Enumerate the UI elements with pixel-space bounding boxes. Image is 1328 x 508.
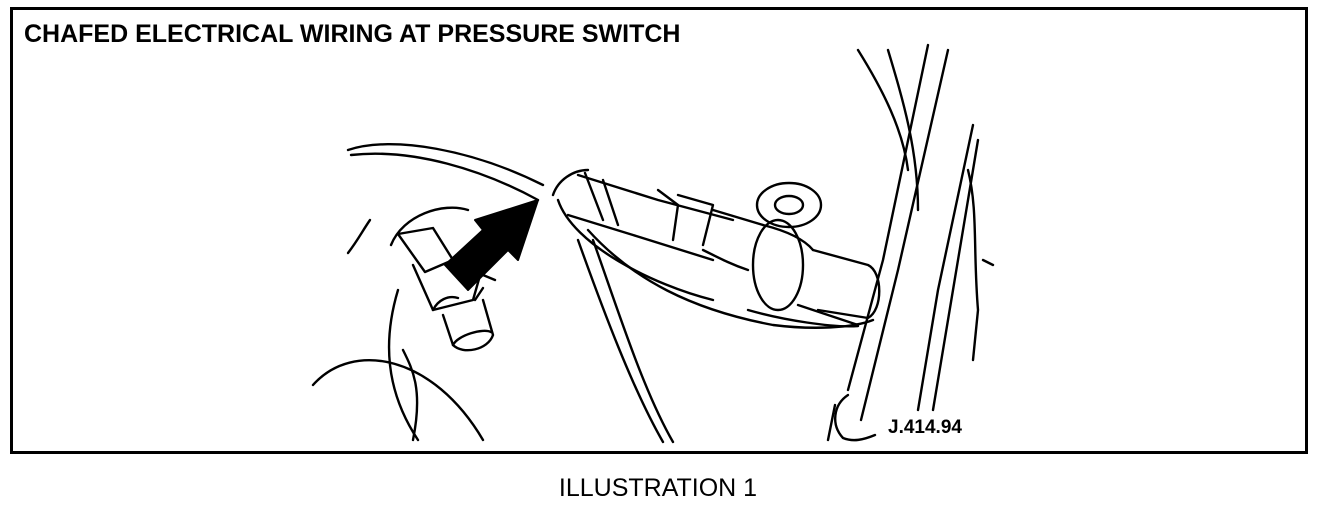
illustration-reference-code: J.414.94 [888,417,962,438]
pressure-switch-line-drawing [311,43,995,444]
harness-connector [551,168,881,329]
figure-title: CHAFED ELECTRICAL WIRING AT PRESSURE SWI… [24,20,681,48]
pointer-arrow [444,199,539,291]
figure-frame: CHAFED ELECTRICAL WIRING AT PRESSURE SWI… [10,7,1308,454]
caption-text: ILLUSTRATION 1 [558,474,758,502]
engine-body-contours [311,143,675,444]
brace-pipes [826,43,995,442]
grommet [755,181,823,229]
illustration-caption: ILLUSTRATION 1 [0,474,1328,503]
